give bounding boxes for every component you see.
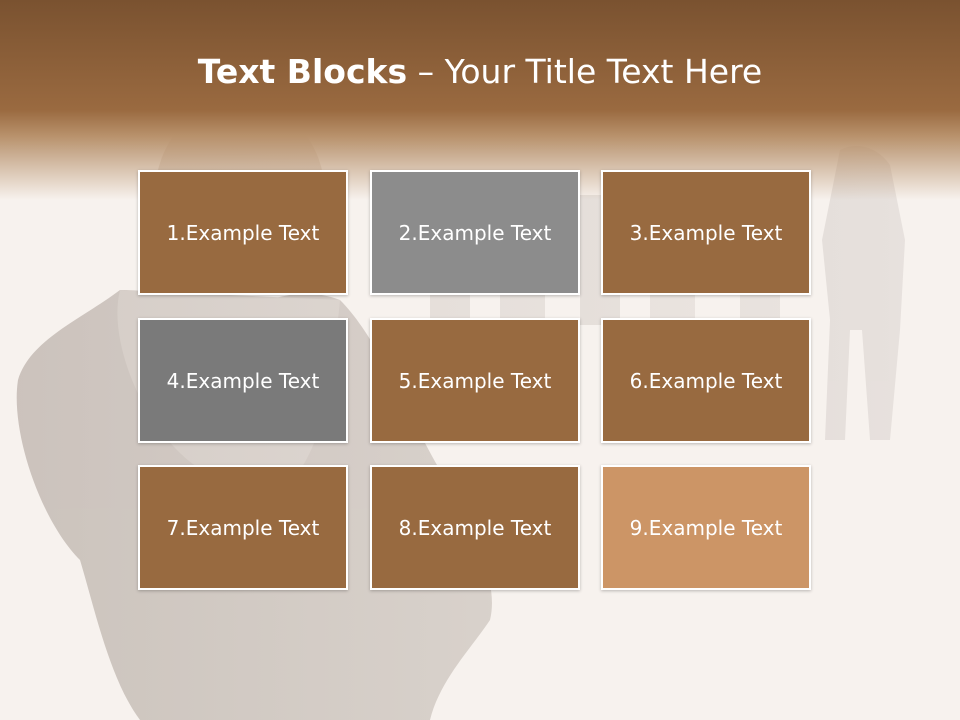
text-block-label: 9.Example Text xyxy=(629,515,783,540)
text-block-label: 7.Example Text xyxy=(166,515,320,540)
title-text: Your Title Text Here xyxy=(444,52,763,91)
title-bold: Text Blocks xyxy=(197,52,408,91)
text-block-label: 8.Example Text xyxy=(398,515,552,540)
text-block-label: 4.Example Text xyxy=(166,368,320,393)
text-block-6[interactable]: 6.Example Text xyxy=(601,318,811,443)
text-block-2[interactable]: 2.Example Text xyxy=(370,170,580,295)
text-block-label: 5.Example Text xyxy=(398,368,552,393)
text-block-label: 2.Example Text xyxy=(398,220,552,245)
text-block-5[interactable]: 5.Example Text xyxy=(370,318,580,443)
text-block-label: 3.Example Text xyxy=(629,220,783,245)
title-dash: – xyxy=(417,52,435,91)
slide-title[interactable]: Text Blocks – Your Title Text Here xyxy=(0,52,960,91)
text-block-label: 1.Example Text xyxy=(166,220,320,245)
text-block-9[interactable]: 9.Example Text xyxy=(601,465,811,590)
text-block-3[interactable]: 3.Example Text xyxy=(601,170,811,295)
text-block-7[interactable]: 7.Example Text xyxy=(138,465,348,590)
text-block-8[interactable]: 8.Example Text xyxy=(370,465,580,590)
text-block-1[interactable]: 1.Example Text xyxy=(138,170,348,295)
text-block-4[interactable]: 4.Example Text xyxy=(138,318,348,443)
header-band xyxy=(0,0,960,200)
text-block-label: 6.Example Text xyxy=(629,368,783,393)
